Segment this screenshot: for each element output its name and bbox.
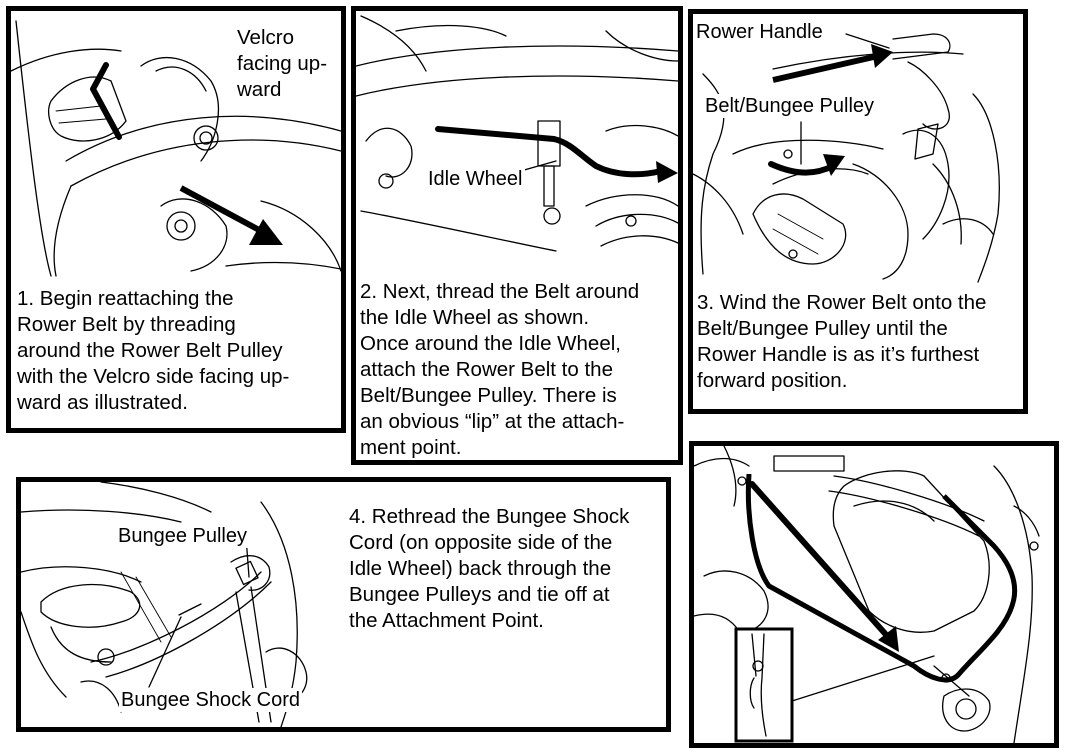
overview-arrow xyxy=(878,626,899,652)
overview-panel xyxy=(689,441,1059,748)
step-3-panel: Rower Handle Belt/Bungee Pulley 3. Wind … xyxy=(688,9,1028,414)
belt-bungee-pulley-label: Belt/Bungee Pulley xyxy=(703,94,877,118)
belt-loop xyxy=(745,473,1018,683)
overview-illustration xyxy=(694,446,1040,743)
step-3-caption: 3. Wind the Rower Belt onto the Belt/Bun… xyxy=(697,291,987,392)
pulley-direction-arrow xyxy=(823,154,845,176)
step-4-caption: 4. Rethread the Bungee Shock Cord (on op… xyxy=(349,505,630,632)
step-2-caption: 2. Next, thread the Belt around the Idle… xyxy=(360,280,640,459)
bungee-pulley-label: Bungee Pulley xyxy=(116,524,249,548)
step-1-caption: 1. Begin reattaching the Rower Belt by t… xyxy=(17,287,290,414)
idle-wheel-label: Idle Wheel xyxy=(426,167,525,191)
step-2-illustration xyxy=(356,15,678,252)
velcro-belt-marker xyxy=(90,62,122,140)
step-2-panel: Idle Wheel 2. Next, thread the Belt arou… xyxy=(351,6,683,465)
step-1-illustration xyxy=(11,20,341,277)
direction-arrow xyxy=(249,219,283,245)
bungee-shock-cord-label: Bungee Shock Cord xyxy=(119,688,303,712)
step-1-panel: Velcro facing up- ward 1. Begin reattach… xyxy=(6,6,346,433)
step-4-panel: Bungee Pulley Bungee Shock Cord 4. Rethr… xyxy=(16,477,671,732)
belt-path-arrow-line xyxy=(435,126,664,178)
velcro-label: Velcro facing up- ward xyxy=(237,26,328,101)
belt-direction-arrow xyxy=(656,161,678,183)
step-3-illustration xyxy=(693,33,1000,283)
handle-direction-arrow xyxy=(871,44,893,68)
rower-handle-label: Rower Handle xyxy=(696,21,823,43)
